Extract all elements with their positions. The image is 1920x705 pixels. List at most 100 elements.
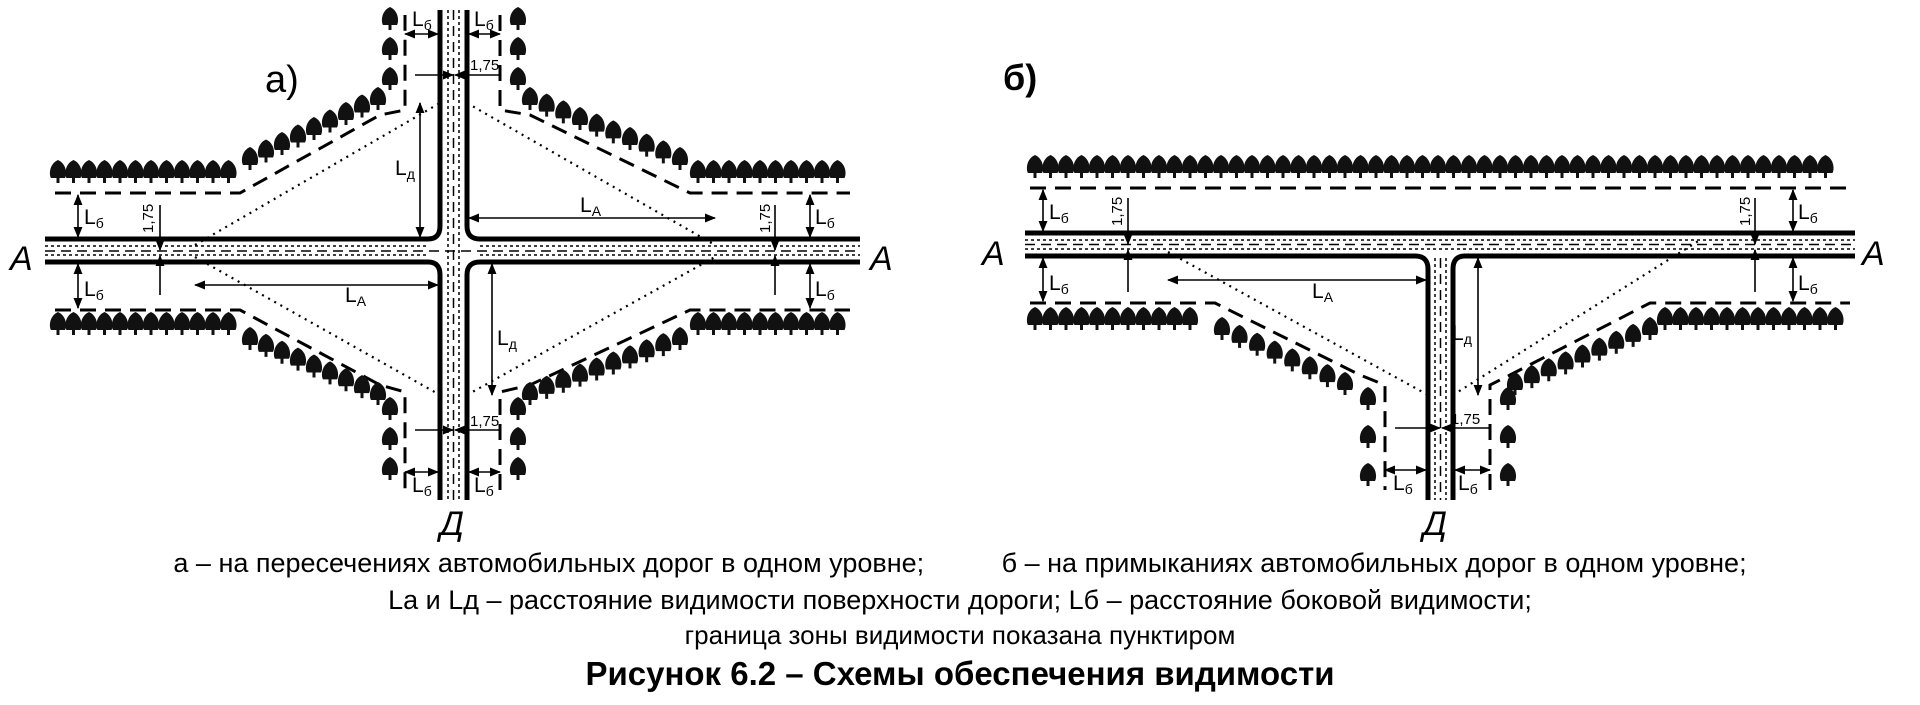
tree-icon: [1796, 307, 1813, 330]
lb-label: L: [412, 8, 424, 31]
tree-icon: [1749, 307, 1767, 330]
tree-icon: [588, 113, 605, 137]
tree-icon: [538, 93, 555, 117]
road-a-main-b: [1025, 230, 1855, 259]
dimension-labels-b: Lб Lб Lб Lб LА Lд Lб Lб 1,75 1,75 1,75: [1049, 197, 1818, 497]
tree-icon: [1231, 324, 1248, 348]
trees-panel-b: [1026, 155, 1844, 486]
tree-icon: [381, 67, 399, 90]
tree-icon: [1073, 307, 1090, 330]
svg-text:Lб: Lб: [815, 278, 835, 303]
lb-label: L: [412, 474, 424, 497]
road-labels-a: А А Д: [8, 240, 893, 543]
tree-icon: [1057, 155, 1075, 178]
tree-icon: [1811, 307, 1829, 330]
tree-icon: [571, 363, 589, 387]
ld-label: L: [1452, 322, 1464, 345]
tree-icon: [220, 160, 237, 183]
panel-a-letter: а): [265, 59, 299, 101]
tree-icon: [829, 312, 846, 335]
tree-icon: [1166, 307, 1183, 330]
dimension-lines-b: [1038, 188, 1798, 475]
tree-icon: [751, 160, 769, 183]
lb-label: L: [1798, 272, 1810, 295]
tree-icon: [1569, 155, 1586, 178]
tree-icon: [158, 160, 175, 183]
tree-icon: [273, 340, 291, 364]
tree-icon: [1491, 155, 1509, 178]
tree-icon: [1672, 307, 1689, 330]
tree-icon: [751, 312, 769, 335]
tree-icon: [655, 140, 672, 164]
tree-icon: [1615, 155, 1633, 178]
tree-icon: [829, 160, 846, 183]
lb-label: L: [815, 206, 827, 229]
tree-icon: [1135, 307, 1152, 330]
svg-text:Lб: Lб: [412, 474, 432, 499]
tree-icon: [1104, 307, 1121, 330]
tree-icon: [1499, 387, 1517, 410]
road-d-label: Д: [1419, 505, 1447, 543]
svg-text:Lд: Lд: [395, 157, 415, 182]
tree-icon: [689, 312, 707, 335]
tree-icon: [189, 160, 206, 183]
svg-text:Lб: Lб: [84, 206, 104, 231]
tree-icon: [1540, 358, 1557, 382]
tree-icon: [49, 160, 67, 183]
lb-label: L: [1393, 472, 1405, 495]
tree-icon: [1476, 155, 1493, 178]
tree-icon: [1557, 351, 1574, 375]
tree-icon: [555, 369, 572, 393]
lb-sub: б: [1405, 481, 1413, 497]
tree-icon: [1662, 155, 1679, 178]
tree-icon: [1321, 155, 1338, 178]
tree-icon: [1181, 155, 1199, 178]
tree-icon: [1687, 307, 1705, 330]
tree-icon: [1150, 155, 1168, 178]
lb-label: L: [1049, 272, 1061, 295]
svg-text:Lд: Lд: [1452, 322, 1472, 347]
svg-text:LА: LА: [580, 194, 602, 219]
tree-icon: [1243, 155, 1261, 178]
la-label: L: [580, 194, 592, 217]
tree-icon: [767, 160, 784, 183]
tree-icon: [1319, 364, 1336, 388]
tree-icon: [1693, 155, 1710, 178]
tree-icon: [736, 312, 753, 335]
tree-icon: [1104, 155, 1121, 178]
road-d-side-b: [1414, 253, 1466, 500]
lb-label: L: [1458, 472, 1470, 495]
lb-sub: б: [424, 483, 432, 499]
caption-line-2: Lа и Lд – расстояние видимости поверхнос…: [388, 585, 1532, 615]
tree-belt-boundaries-b: [1030, 186, 1850, 490]
offset-label: 1,75: [470, 413, 499, 430]
tree-icon: [1538, 155, 1555, 178]
caption-b: б – на примыканиях автомобильных дорог в…: [1001, 548, 1747, 578]
tree-icon: [509, 7, 527, 30]
offset-label: 1,75: [757, 204, 774, 233]
lb-sub: б: [96, 215, 104, 231]
figure-title: Рисунок 6.2 – Схемы обеспечения видимост…: [585, 655, 1335, 692]
tree-icon: [736, 160, 753, 183]
svg-text:Lб: Lб: [84, 278, 104, 303]
offset-label: 1,75: [1737, 197, 1754, 226]
tree-icon: [204, 312, 222, 335]
tree-icon: [289, 124, 307, 148]
visibility-diagram: а): [8, 7, 1885, 543]
tree-icon: [720, 312, 738, 335]
tree-icon: [1460, 155, 1478, 178]
tree-icon: [1166, 155, 1183, 178]
tree-icon: [1026, 155, 1044, 178]
tree-icon: [1724, 155, 1741, 178]
tree-icon: [1352, 155, 1369, 178]
svg-text:Lб: Lб: [1049, 272, 1069, 297]
tree-belt-boundaries-a: [55, 15, 850, 490]
tree-icon: [80, 312, 98, 335]
tree-icon: [1708, 155, 1726, 178]
tree-icon: [1429, 155, 1447, 178]
tree-icon: [1042, 155, 1059, 178]
tree-icon: [127, 160, 144, 183]
la-label: L: [1312, 280, 1324, 303]
tree-icon: [142, 160, 160, 183]
tree-icon: [1367, 155, 1385, 178]
